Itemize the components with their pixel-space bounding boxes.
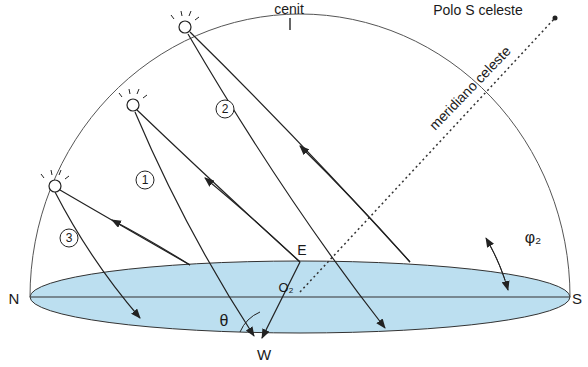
origin-label: O₂ <box>278 281 293 294</box>
horizon-plane <box>30 261 570 333</box>
sun-path <box>188 34 385 328</box>
angle-arc <box>486 238 505 280</box>
sun-path <box>55 192 140 318</box>
callout-number: 1 <box>142 174 149 186</box>
celestial-dome <box>30 14 570 297</box>
sun-path <box>300 146 410 262</box>
sun-path <box>190 32 410 262</box>
sun-path <box>135 112 254 336</box>
meridian-label: meridiano celeste <box>427 44 513 133</box>
zenith-label: cenit <box>274 2 304 16</box>
sun-rays <box>41 11 199 179</box>
cardinal-label: S <box>572 291 582 306</box>
sun-path <box>137 110 300 262</box>
sun-path <box>112 220 190 265</box>
pole-label: Polo S celeste <box>433 3 523 17</box>
cardinal-label: W <box>257 347 271 362</box>
callout-number: 3 <box>66 232 73 244</box>
cardinal-label: N <box>9 291 20 306</box>
polar-axis <box>300 18 555 292</box>
callout-number: 2 <box>222 103 229 115</box>
east-west-line <box>262 262 300 338</box>
angle-label: θ <box>220 313 229 329</box>
callout-circle <box>60 100 234 247</box>
meridian-line <box>30 296 570 297</box>
cardinal-label: E <box>297 243 306 257</box>
pole-dot <box>553 16 558 21</box>
angle-arc <box>488 242 508 290</box>
sun-symbol <box>49 21 191 192</box>
sun-path <box>60 190 190 265</box>
zenith-tick <box>289 18 291 30</box>
angle-label: φ₂ <box>525 230 542 246</box>
